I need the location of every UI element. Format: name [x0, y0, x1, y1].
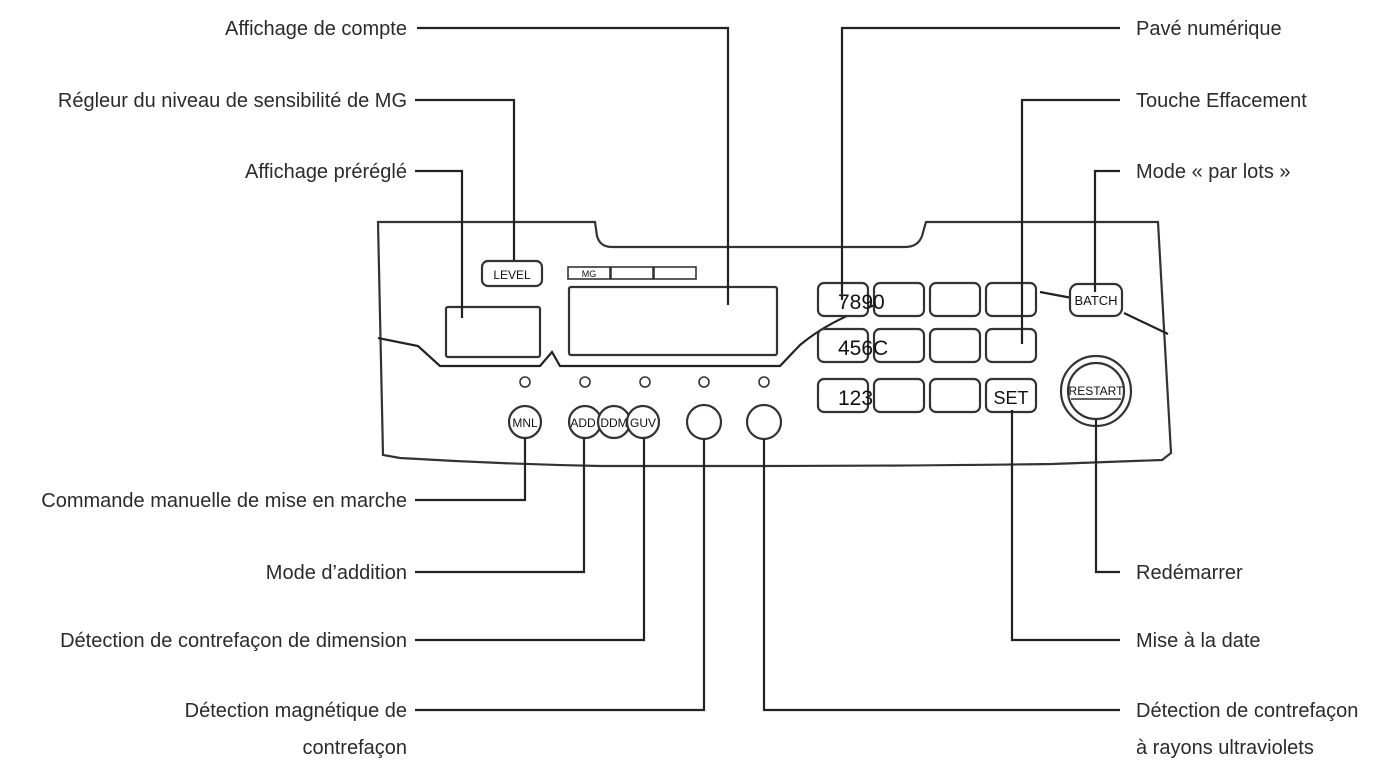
keypad-key[interactable]	[984, 281, 1038, 318]
leader-touche-effacement	[1020, 98, 1120, 344]
led	[698, 376, 710, 388]
label-detection-uv-line2: à rayons ultraviolets	[1136, 737, 1314, 759]
clear-key[interactable]	[984, 327, 1038, 364]
mnl-button-label: MNL	[512, 416, 538, 430]
preset-display	[444, 305, 542, 359]
label-detection-magnetique-line1: Détection magnétique de	[185, 700, 407, 722]
guv-button[interactable]: GUV	[625, 404, 661, 440]
keypad-key[interactable]	[872, 377, 926, 414]
label-redemarrer: Redémarrer	[1136, 562, 1243, 584]
batch-button-label: BATCH	[1074, 293, 1117, 308]
restart-button[interactable]: RESTART	[1059, 354, 1133, 428]
indicator-box-3	[653, 266, 697, 280]
right-labels: Pavé numérique Touche Effacement Mode « …	[1136, 18, 1358, 759]
keypad-key[interactable]	[816, 327, 870, 364]
keypad-key[interactable]	[872, 327, 926, 364]
led-row	[519, 376, 770, 388]
keypad-key[interactable]	[872, 281, 926, 318]
leader-affichage-compte	[417, 26, 730, 305]
leader-redemarrer	[1094, 420, 1120, 574]
led	[639, 376, 651, 388]
mnl-button[interactable]: MNL	[507, 404, 543, 440]
label-detection-magnetique-line2: contrefaçon	[302, 737, 407, 759]
led	[519, 376, 531, 388]
leader-pave-numerique	[840, 26, 1120, 300]
keypad-row2-text: 456C	[838, 337, 888, 360]
magnetic-detection-button[interactable]	[685, 403, 723, 441]
led	[758, 376, 770, 388]
keypad-key[interactable]	[928, 327, 982, 364]
label-detection-dimension: Détection de contrefaçon de dimension	[60, 630, 407, 652]
leader-detection-magnetique	[415, 439, 706, 712]
uv-detection-button[interactable]	[745, 403, 783, 441]
label-pave-numerique: Pavé numérique	[1136, 18, 1282, 40]
ddm-button[interactable]: DDM	[596, 404, 632, 440]
leader-lines	[415, 26, 1120, 712]
indicator-box-2	[610, 266, 654, 280]
leader-mode-addition	[415, 438, 586, 574]
leader-mise-date	[1010, 410, 1120, 642]
add-button-label: ADD	[570, 416, 596, 430]
leader-detection-dimension	[415, 438, 646, 642]
label-mise-date: Mise à la date	[1136, 630, 1261, 652]
mg-indicator-text: MG	[582, 269, 597, 279]
leader-detection-uv	[762, 439, 1120, 712]
label-commande-manuelle: Commande manuelle de mise en marche	[41, 490, 407, 512]
displays: MG	[444, 266, 779, 359]
level-button[interactable]: LEVEL	[480, 259, 544, 288]
keypad-row3-text: 123	[838, 387, 873, 410]
set-key-label: SET	[993, 388, 1028, 408]
keypad-key[interactable]	[928, 377, 982, 414]
label-affichage-preregle: Affichage préréglé	[245, 161, 407, 183]
device-contour-line-right	[1039, 290, 1169, 335]
mg-indicator-box	[567, 266, 611, 280]
left-labels: Affichage de compte Régleur du niveau de…	[41, 18, 407, 759]
add-button[interactable]: ADD	[567, 404, 603, 440]
label-affichage-compte: Affichage de compte	[225, 18, 407, 40]
label-regleur-mg: Régleur du niveau de sensibilité de MG	[58, 90, 407, 112]
leader-regleur-mg	[415, 98, 516, 260]
count-display	[567, 285, 779, 357]
keypad: 7890 456C 123 SET	[816, 281, 1038, 414]
label-detection-uv-line1: Détection de contrefaçon	[1136, 700, 1358, 722]
keypad-key[interactable]	[928, 281, 982, 318]
label-mode-addition: Mode d’addition	[266, 562, 407, 584]
keypad-key[interactable]	[816, 377, 870, 414]
leader-mode-par-lots	[1093, 169, 1120, 292]
led	[579, 376, 591, 388]
guv-button-label: GUV	[630, 416, 656, 430]
level-button-label: LEVEL	[493, 268, 531, 282]
leader-affichage-preregle	[415, 169, 464, 318]
label-mode-par-lots: Mode « par lots »	[1136, 161, 1291, 183]
label-touche-effacement: Touche Effacement	[1136, 90, 1307, 112]
restart-button-label: RESTART	[1069, 384, 1125, 398]
round-buttons: MNL ADD DDM GUV	[507, 403, 783, 441]
leader-commande-manuelle	[415, 438, 527, 502]
keypad-row1-text: 7890	[838, 291, 885, 314]
ddm-button-label: DDM	[600, 416, 627, 430]
